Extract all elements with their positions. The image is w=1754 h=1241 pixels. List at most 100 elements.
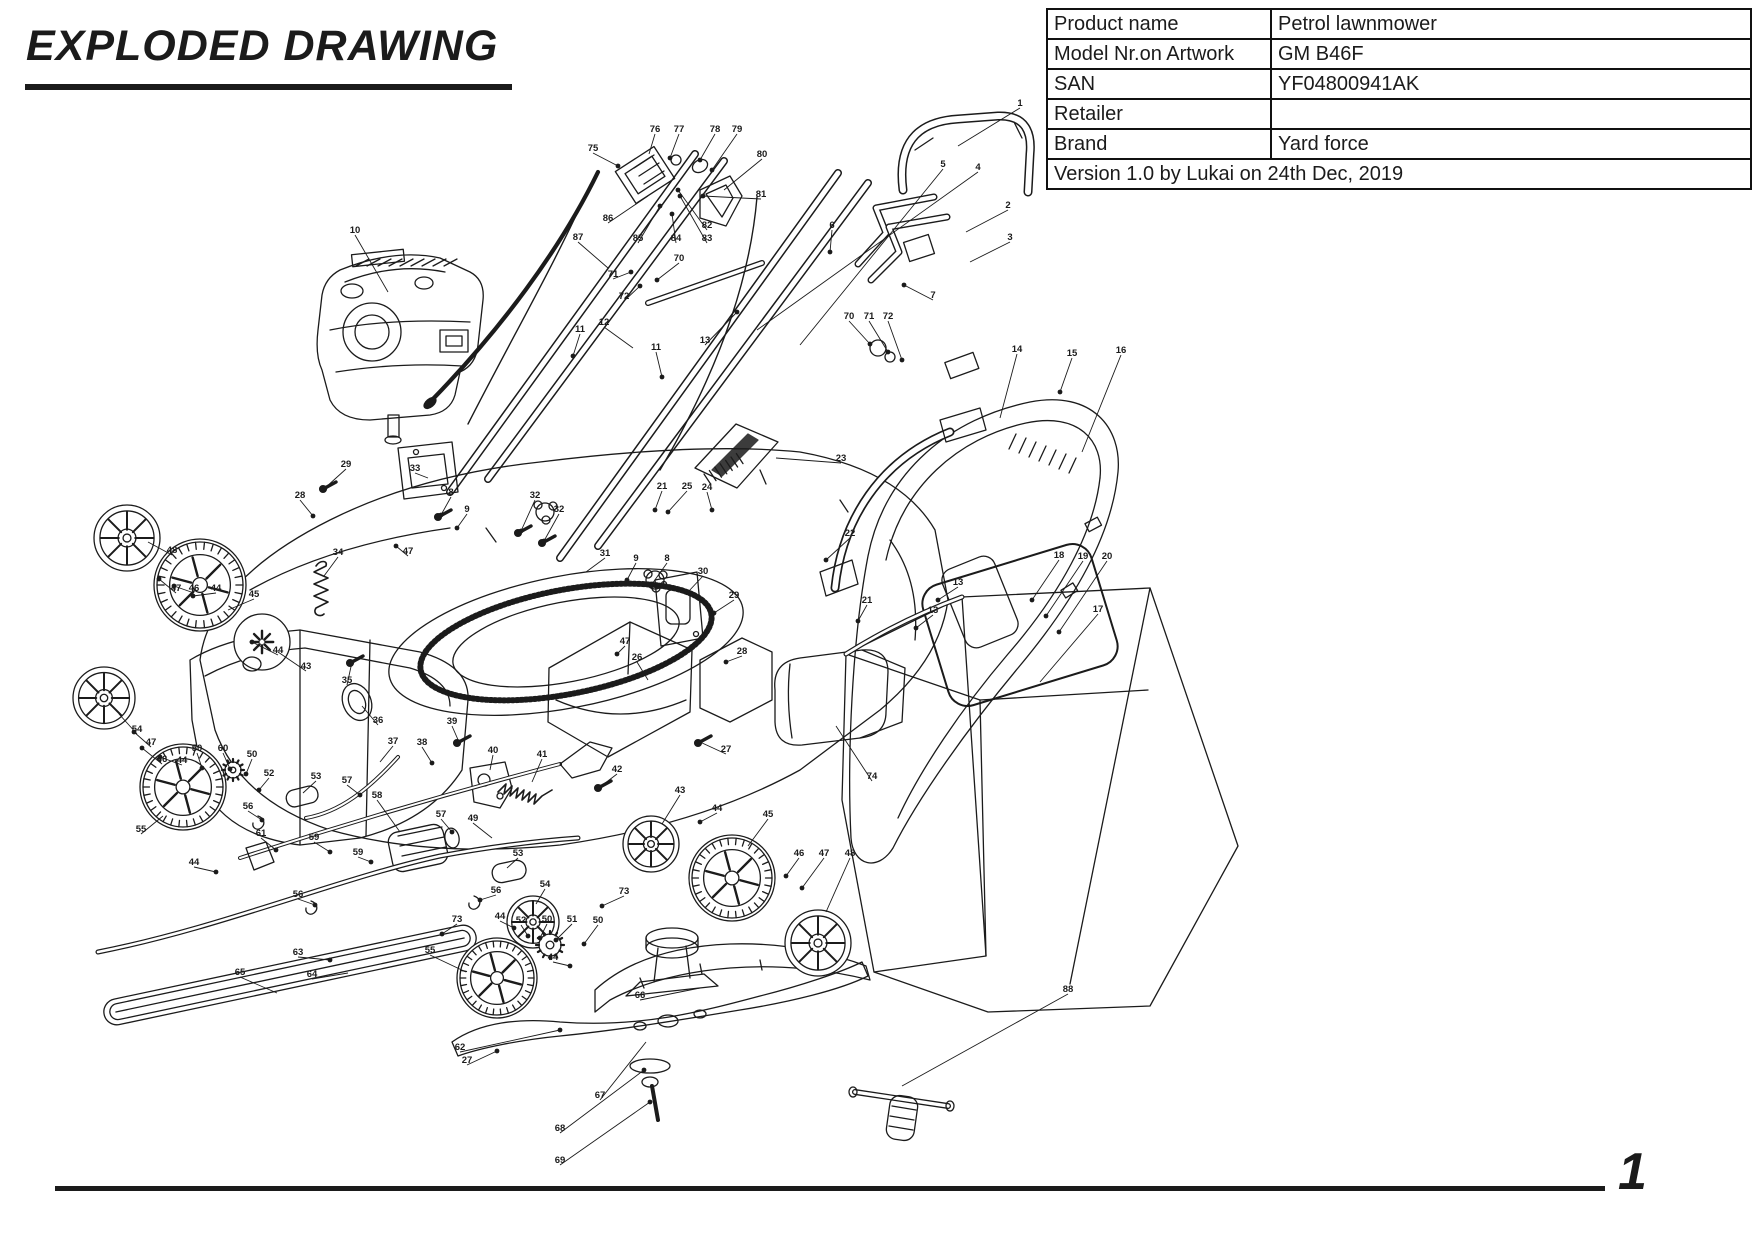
callout-32: 32 — [518, 490, 541, 534]
callout-75: 75 — [588, 143, 621, 169]
svg-text:52: 52 — [264, 768, 275, 779]
svg-text:45: 45 — [249, 589, 260, 600]
callout-71: 71 — [864, 311, 891, 355]
svg-text:72: 72 — [883, 311, 894, 322]
svg-text:65: 65 — [235, 967, 246, 978]
chute — [548, 622, 772, 757]
callout-12: 12 — [599, 317, 633, 348]
callout-72: 72 — [883, 311, 905, 363]
svg-text:23: 23 — [836, 453, 847, 464]
svg-text:71: 71 — [864, 311, 875, 322]
svg-text:74: 74 — [867, 771, 878, 782]
callout-7: 7 — [901, 282, 936, 301]
callout-59: 59 — [353, 847, 374, 865]
callout-44: 44 — [697, 803, 723, 825]
callout-11: 11 — [651, 342, 665, 380]
svg-text:50: 50 — [593, 915, 604, 926]
callout-85: 85 — [633, 203, 663, 244]
svg-text:32: 32 — [530, 490, 541, 501]
callout-74: 74 — [836, 726, 878, 782]
callout-61: 61 — [256, 828, 279, 853]
svg-text:39: 39 — [447, 716, 458, 727]
svg-text:44: 44 — [177, 755, 188, 766]
svg-text:70: 70 — [674, 253, 685, 264]
svg-text:45: 45 — [763, 809, 774, 820]
callout-41: 41 — [532, 749, 548, 782]
svg-text:46: 46 — [157, 754, 168, 765]
upper-handle — [902, 116, 1030, 192]
svg-text:19: 19 — [1078, 551, 1089, 562]
svg-text:79: 79 — [732, 124, 743, 135]
svg-text:51: 51 — [567, 914, 578, 925]
svg-text:76: 76 — [650, 124, 661, 135]
svg-text:83: 83 — [702, 233, 713, 244]
tyre-wheel — [457, 938, 537, 1018]
svg-text:1: 1 — [1017, 98, 1023, 109]
tyre-wheel — [689, 835, 775, 921]
callout-8: 8 — [649, 553, 670, 587]
knob — [534, 340, 895, 592]
info-row: Product name Petrol lawnmower — [1048, 10, 1750, 40]
svg-text:56: 56 — [243, 801, 254, 812]
callout-49: 49 — [468, 813, 492, 838]
mulch-plug — [775, 650, 905, 745]
svg-text:37: 37 — [388, 736, 399, 747]
callout-50: 50 — [581, 915, 604, 947]
svg-text:9: 9 — [464, 504, 469, 515]
callout-44: 44 — [495, 911, 517, 931]
svg-text:21: 21 — [862, 595, 873, 606]
svg-text:17: 17 — [1093, 604, 1104, 615]
info-label: Product name — [1048, 10, 1272, 38]
svg-text:56: 56 — [293, 889, 304, 900]
svg-text:85: 85 — [633, 233, 644, 244]
label-plate — [945, 352, 979, 378]
svg-text:34: 34 — [333, 547, 344, 558]
callout-60: 60 — [218, 743, 233, 772]
callout-54: 54 — [536, 879, 551, 904]
svg-text:47: 47 — [403, 546, 414, 557]
svg-text:15: 15 — [1067, 348, 1078, 359]
callout-87: 87 — [573, 232, 608, 268]
svg-text:21: 21 — [657, 481, 668, 492]
version-note: Version 1.0 by Lukai on 24th Dec, 2019 — [1054, 163, 1404, 185]
axle-rod — [98, 742, 612, 952]
info-row: Brand Yard force — [1048, 130, 1750, 160]
callout-19: 19 — [1043, 551, 1089, 619]
callout-44: 44 — [190, 583, 222, 599]
svg-text:67: 67 — [595, 1090, 606, 1101]
title-rule — [25, 84, 512, 90]
svg-text:46: 46 — [189, 583, 200, 594]
callout-48: 48 — [826, 848, 855, 912]
svg-text:55: 55 — [425, 945, 436, 956]
callout-37: 37 — [380, 736, 398, 762]
callout-34: 34 — [324, 547, 344, 576]
svg-text:61: 61 — [256, 828, 267, 839]
callout-46: 46 — [783, 848, 804, 879]
svg-text:9: 9 — [633, 553, 638, 564]
callout-78: 78 — [697, 124, 720, 163]
svg-text:54: 54 — [540, 879, 551, 890]
callout-44: 44 — [157, 754, 188, 766]
callout-48: 48 — [148, 542, 177, 556]
callout-27: 27 — [462, 1048, 500, 1066]
svg-text:20: 20 — [1102, 551, 1113, 562]
spring-41 — [498, 784, 552, 804]
info-label: SAN — [1048, 70, 1272, 98]
svg-text:43: 43 — [675, 785, 686, 796]
svg-text:88: 88 — [1063, 984, 1074, 995]
callout-24: 24 — [702, 482, 715, 513]
svg-text:50: 50 — [542, 914, 553, 925]
callout-4: 4 — [757, 162, 981, 330]
svg-text:30: 30 — [698, 566, 709, 577]
callout-47: 47 — [799, 848, 829, 891]
callout-53: 53 — [303, 771, 321, 793]
bracket-33 — [398, 442, 458, 499]
callout-29: 29 — [322, 459, 351, 491]
callout-13: 13 — [913, 605, 938, 631]
brake-cable — [660, 197, 757, 470]
callout-68: 68 — [555, 1067, 647, 1134]
callout-43: 43 — [662, 785, 685, 824]
